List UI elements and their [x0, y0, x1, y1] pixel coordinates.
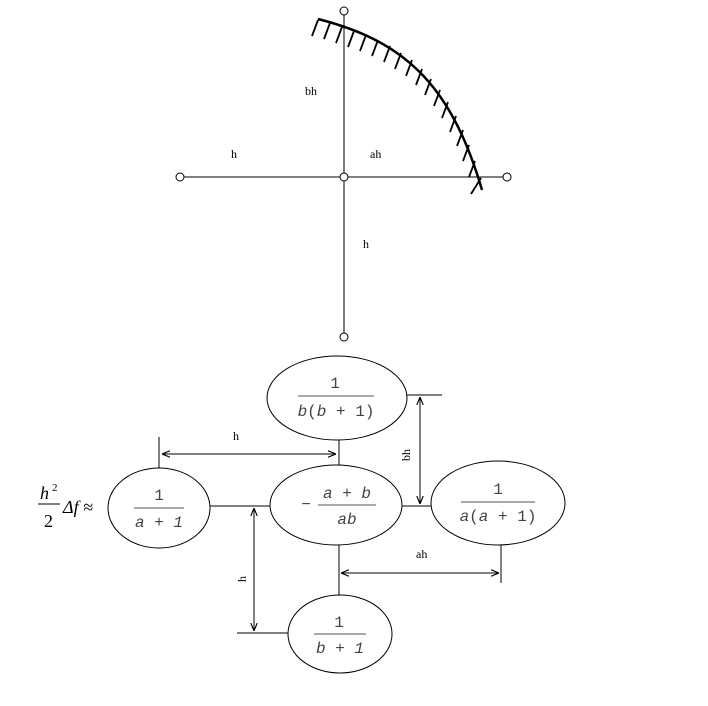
- node-top-denominator: b(b + 1): [298, 403, 375, 421]
- label-bh: bh: [305, 84, 317, 98]
- coefficient-node-bottom: 1 b + 1: [287, 594, 393, 674]
- node-top: [339, 6, 349, 16]
- node-right: [502, 172, 512, 182]
- node-center-sign: −: [301, 496, 311, 514]
- node-right-denominator: a(a + 1): [460, 508, 537, 526]
- coefficient-node-top: 1 b(b + 1): [266, 355, 408, 441]
- dimension-h-top-label: h: [233, 429, 239, 443]
- coefficient-node-right: 1 a(a + 1): [430, 460, 566, 546]
- lhs-h: h: [40, 483, 49, 503]
- dimension-ah-label: ah: [416, 547, 427, 561]
- dimension-bh: bh: [399, 394, 442, 504]
- stencil-figure: bh h ah h: [175, 6, 512, 342]
- boundary-curve: [317, 17, 484, 191]
- node-left-numerator: 1: [154, 487, 164, 505]
- formula-lhs: h 2 2 Δf ≈: [38, 482, 93, 531]
- lhs-denominator: 2: [44, 511, 53, 531]
- node-right-numerator: 1: [493, 481, 503, 499]
- label-ah: ah: [370, 147, 381, 161]
- connectors: [208, 437, 433, 596]
- node-center-denominator: ab: [337, 511, 356, 529]
- coefficient-node-left: 1 a + 1: [107, 467, 211, 549]
- dimension-h-left-label: h: [235, 576, 249, 582]
- node-bottom-denominator: b + 1: [316, 640, 364, 658]
- dimension-h-top: h: [158, 429, 336, 470]
- label-h-left: h: [231, 147, 237, 161]
- dimension-h-left: h: [235, 508, 289, 634]
- boundary-hatching: [311, 19, 482, 195]
- node-left-denominator: a + 1: [135, 514, 183, 532]
- node-bottom-numerator: 1: [334, 614, 344, 632]
- node-center: [339, 172, 349, 182]
- node-left: [175, 172, 185, 182]
- label-h-bottom: h: [363, 237, 369, 251]
- node-bottom: [339, 332, 349, 342]
- coefficient-node-center: − a + b ab: [269, 464, 403, 546]
- dimension-ah: ah: [341, 545, 502, 583]
- node-center-numerator: a + b: [323, 485, 371, 503]
- dimension-bh-label: bh: [399, 449, 413, 461]
- node-top-numerator: 1: [330, 375, 340, 393]
- lhs-superscript: 2: [52, 482, 58, 494]
- lhs-laplacian: Δf ≈: [62, 497, 93, 517]
